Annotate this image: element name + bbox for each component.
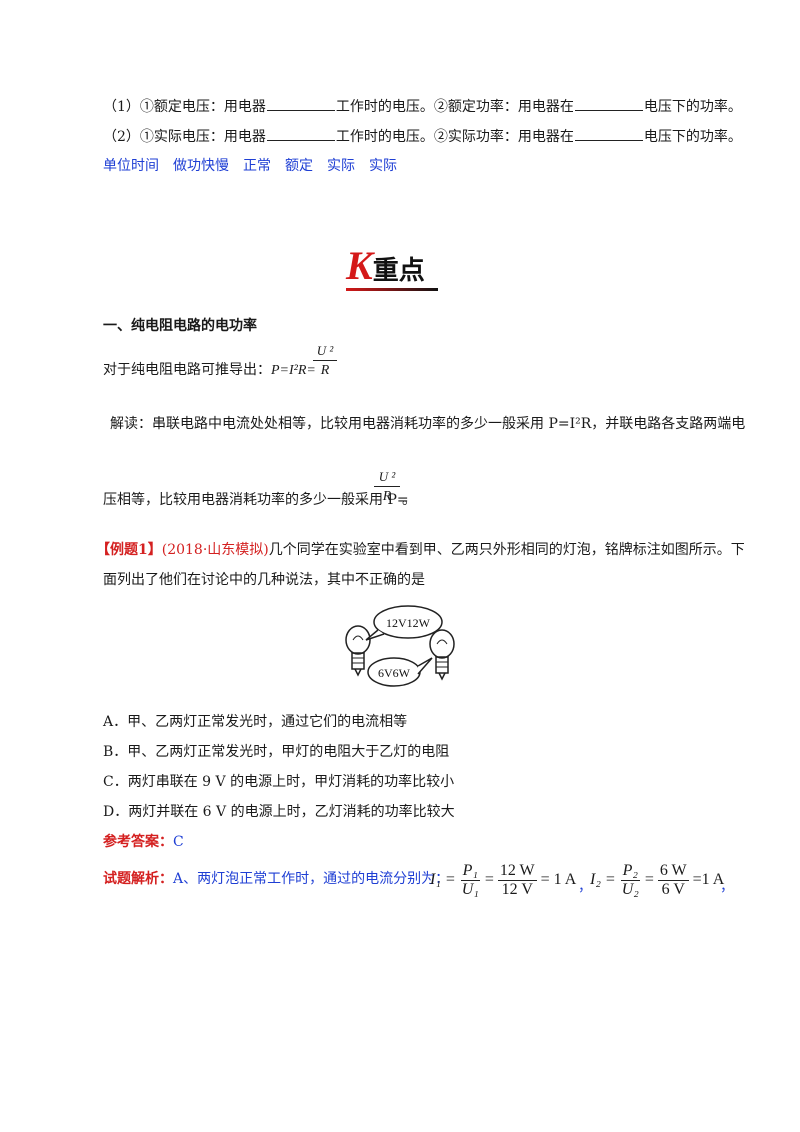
answer-value: C (173, 834, 184, 850)
formula-2-lhs: I₂ = (590, 871, 616, 888)
example-tag: 【例题1】 (96, 542, 162, 558)
answer-item: 单位时间 (103, 158, 159, 174)
option-c[interactable]: C．两灯串联在 9 V 的电源上时，甲灯消耗的功率比较小 (103, 774, 455, 790)
answer-item: 正常 (243, 158, 271, 174)
bubble-tail-2 (417, 657, 433, 675)
answer-line: 参考答案：C (103, 832, 184, 852)
heading-underline (346, 288, 438, 291)
blank[interactable] (266, 126, 335, 141)
analysis-label: 试题解析： (103, 871, 173, 887)
answer-item: 做功快慢 (173, 158, 229, 174)
option-d[interactable]: D．两灯并联在 6 V 的电源上时，乙灯消耗的功率比较大 (103, 804, 455, 820)
fraction-numerator: P₁ (460, 861, 480, 881)
derive-prefix: 对于纯电阻电路可推导出： (103, 362, 271, 378)
bulbs-illustration: 12V12W 6V6W (338, 600, 462, 692)
fraction-numerator: 12 W (497, 861, 537, 881)
heading-title: 重点 (372, 256, 425, 286)
fraction-denominator: U₁ (461, 880, 479, 898)
formula-1-result: = 1 A (540, 871, 577, 888)
analysis-line: 试题解析：A、两灯泡正常工作时，通过的电流分别为： (103, 869, 449, 889)
answer-item: 实际 (369, 158, 397, 174)
option-b[interactable]: B．甲、乙两灯正常发光时，甲灯的电阻大于乙灯的电阻 (103, 744, 450, 760)
example-source: (2018·山东模拟) (161, 542, 269, 558)
explain-line-2-suffix: 。 (402, 492, 416, 508)
bulb-label-2: 6V6W (378, 666, 411, 680)
fraction-numerator: U ² (374, 468, 400, 487)
fraction-denominator: 6 V (661, 880, 685, 898)
formula-2-result: =1 A (692, 871, 725, 888)
bubble-tail-1 (365, 629, 385, 641)
bulbs-svg: 12V12W 6V6W (345, 605, 455, 687)
analysis-text: A、两灯泡正常工作时，通过的电流分别为： (173, 871, 450, 887)
fill-line-2-part-a: （2）①实际电压：用电器 (103, 129, 266, 145)
label-bubble-1 (373, 605, 443, 639)
formula-main: P=I²R= (271, 363, 316, 378)
fill-line-1-part-b: 工作时的电压。②额定功率：用电器在 (335, 99, 574, 115)
answer-label: 参考答案： (103, 834, 173, 850)
fill-line-2: （2）①实际电压：用电器 工作时的电压。②实际功率：用电器在 电压下的功率。 (103, 126, 742, 147)
formula-2-equals: = (644, 871, 654, 888)
answer-item: 实际 (327, 158, 355, 174)
explain-line-2: 压相等，比较用电器消耗功率的多少一般采用 P= (103, 490, 409, 510)
explain-fraction: U ² R (374, 468, 400, 507)
fraction-numerator: 6 W (657, 861, 689, 881)
fraction-denominator: R (320, 363, 330, 378)
formula-1-equals: = (484, 871, 494, 888)
bulb-label-1: 12V12W (386, 616, 431, 630)
right-bulb-icon (429, 629, 455, 681)
option-a[interactable]: A．甲、乙两灯正常发光时，通过它们的电流相等 (103, 714, 408, 730)
explain-line-1: 解读：串联电路中电流处处相等，比较用电器消耗功率的多少一般采用 P=I²R，并联… (110, 416, 746, 432)
explain-line-2-prefix: 压相等，比较用电器消耗功率的多少一般采用 P= (103, 492, 409, 508)
fraction-denominator: 12 V (501, 880, 533, 898)
fill-line-2-part-b: 工作时的电压。②实际功率：用电器在 (335, 129, 574, 145)
formula-separator: ， (578, 879, 592, 895)
fraction-denominator: R (382, 489, 392, 504)
fraction-denominator: U₂ (621, 880, 639, 898)
fill-line-1-part-a: （1）①额定电压：用电器 (103, 99, 266, 115)
fill-line-1: （1）①额定电压：用电器 工作时的电压。②额定功率：用电器在 电压下的功率。 (103, 96, 742, 117)
blank[interactable] (574, 126, 643, 141)
blank[interactable] (266, 96, 335, 111)
fraction-numerator: P₂ (620, 861, 640, 881)
answer-item: 额定 (285, 158, 313, 174)
fraction-numerator: U ² (313, 342, 337, 361)
section-heading: K重点 (346, 242, 425, 289)
example-line-1: 【例题1】(2018·山东模拟)几个同学在实验室中看到甲、乙两只外形相同的灯泡，… (96, 540, 745, 560)
formula-fraction: U ² R (313, 342, 337, 381)
example-text-1: 几个同学在实验室中看到甲、乙两只外形相同的灯泡，铭牌标注如图所示。下 (268, 542, 745, 558)
fill-line-2-part-c: 电压下的功率。 (643, 129, 742, 145)
heading-k-letter: K (346, 243, 373, 288)
left-bulb-icon (345, 625, 371, 677)
formula-1-lhs: I₁ = (430, 871, 456, 888)
blank[interactable] (574, 96, 643, 111)
fill-line-1-part-c: 电压下的功率。 (643, 99, 742, 115)
formula-end: ， (720, 879, 734, 895)
example-line-2: 面列出了他们在讨论中的几种说法，其中不正确的是 (103, 572, 425, 588)
derive-line: 对于纯电阻电路可推导出：P=I²R= (103, 360, 316, 381)
section-1-title: 一、纯电阻电路的电功率 (103, 318, 257, 334)
fill-answers: 单位时间做功快慢正常额定实际实际 (103, 156, 411, 176)
